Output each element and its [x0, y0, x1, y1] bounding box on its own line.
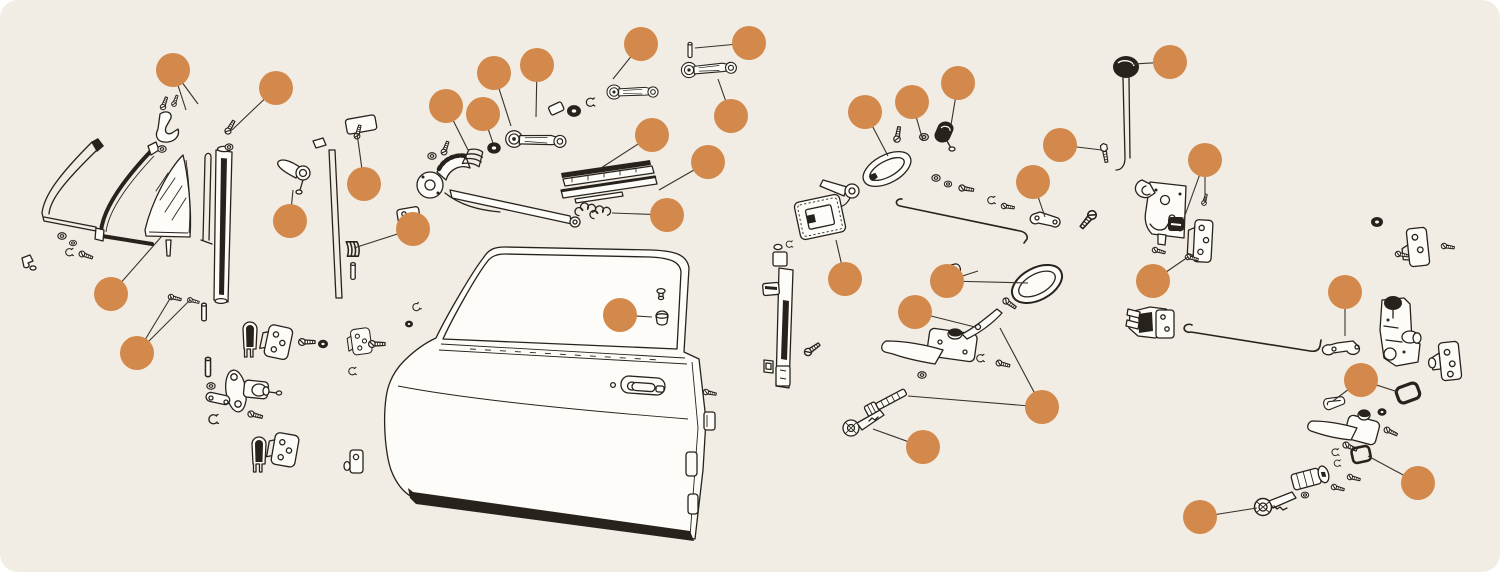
vent-latch-handle — [277, 159, 311, 195]
remote-control-rear — [1125, 306, 1175, 339]
hotspot-5[interactable] — [273, 204, 307, 238]
crank-escutcheon — [547, 97, 596, 117]
hotspot-25[interactable] — [930, 264, 964, 298]
hotspot-31[interactable] — [1136, 264, 1170, 298]
hotspot-29[interactable] — [1153, 45, 1187, 79]
hotspot-20[interactable] — [895, 85, 929, 119]
latch-bracket — [1186, 219, 1214, 263]
hotspot-layer — [94, 26, 1435, 534]
window-guide-rail — [312, 114, 378, 299]
hotspot-6[interactable] — [347, 167, 381, 201]
cylinder-gasket-square — [1350, 444, 1373, 465]
striker-plate-upper — [1401, 226, 1431, 268]
hotspot-26[interactable] — [898, 295, 932, 329]
hotspot-34[interactable] — [1401, 466, 1435, 500]
handle-gasket-dark — [1394, 381, 1422, 405]
hotspot-22[interactable] — [1043, 128, 1077, 162]
hotspot-12[interactable] — [624, 27, 658, 61]
window-crank-handles — [504, 41, 738, 151]
latch-connecting-rod — [895, 198, 1061, 244]
lock-wing-key — [842, 409, 885, 437]
bellcrank-rear — [1321, 340, 1361, 356]
window-weatherstrips — [560, 160, 658, 220]
latch-cluster-upper — [1077, 56, 1456, 268]
door-handle-recess — [609, 375, 666, 396]
hotspot-8[interactable] — [429, 89, 463, 123]
striker-keeper-small — [343, 449, 364, 474]
hotspot-28[interactable] — [906, 430, 940, 464]
hotspot-13[interactable] — [732, 26, 766, 60]
hotspot-14[interactable] — [714, 99, 748, 133]
striker-plate-rear — [1427, 340, 1463, 382]
regulator-spring — [461, 148, 484, 168]
hotspot-27-leader-line — [907, 395, 1043, 408]
door-check-assembly — [205, 369, 283, 425]
door-edge-keeper — [703, 411, 716, 431]
hotspot-17[interactable] — [650, 198, 684, 232]
remote-control-lever — [819, 179, 860, 208]
vent-window-frame-trim — [41, 138, 104, 262]
vent-window-glass — [144, 145, 192, 257]
hotspot-9[interactable] — [466, 97, 500, 131]
door-latch-rear — [1379, 296, 1422, 367]
hotspot-11[interactable] — [520, 48, 554, 82]
latch-cluster-middle — [1125, 296, 1463, 382]
hotspot-21[interactable] — [941, 66, 975, 100]
hotspot-23[interactable] — [1016, 165, 1050, 199]
hotspot-15[interactable] — [635, 118, 669, 152]
hotspot-16[interactable] — [691, 145, 725, 179]
lock-pillar-channel — [762, 240, 822, 389]
lock-rod-bolt — [1113, 56, 1139, 171]
hotspot-32[interactable] — [1328, 275, 1362, 309]
backing-plate — [793, 193, 847, 241]
interior-handle-cluster — [793, 121, 1016, 241]
handle-gasket-large — [1011, 264, 1063, 304]
latch-cluster-lower — [1253, 381, 1422, 517]
door-latch-front — [1134, 179, 1187, 246]
division-channel-long — [213, 118, 238, 305]
handle-bezel — [862, 150, 912, 188]
hotspot-1[interactable] — [156, 53, 190, 87]
hotspot-3[interactable] — [94, 277, 128, 311]
vent-window-seal — [94, 141, 160, 246]
hotspot-4[interactable] — [120, 336, 154, 370]
hotspot-2[interactable] — [259, 71, 293, 105]
hotspot-33[interactable] — [1344, 363, 1378, 397]
pushbutton-lever — [961, 308, 1003, 340]
hotspot-27[interactable] — [1025, 390, 1059, 424]
upper-mount-bracket — [155, 94, 180, 143]
door-panel — [383, 246, 718, 541]
locking-knob — [934, 121, 956, 152]
cylinder-bolt — [863, 388, 908, 418]
door-key — [1253, 491, 1297, 517]
window-plugs — [655, 287, 669, 326]
division-channel-short — [200, 152, 213, 245]
hotspot-24[interactable] — [828, 262, 862, 296]
hotspot-35[interactable] — [1183, 500, 1217, 534]
lock-cylinder — [1290, 465, 1330, 491]
hotspot-10[interactable] — [477, 56, 511, 90]
hotspot-18[interactable] — [603, 298, 637, 332]
hinge-hardware — [204, 321, 386, 474]
hotspot-7[interactable] — [396, 212, 430, 246]
exterior-handle-front — [842, 260, 1063, 437]
hotspot-30[interactable] — [1188, 143, 1222, 177]
hotspot-19[interactable] — [848, 95, 882, 129]
corner-clip-parts — [21, 254, 37, 271]
